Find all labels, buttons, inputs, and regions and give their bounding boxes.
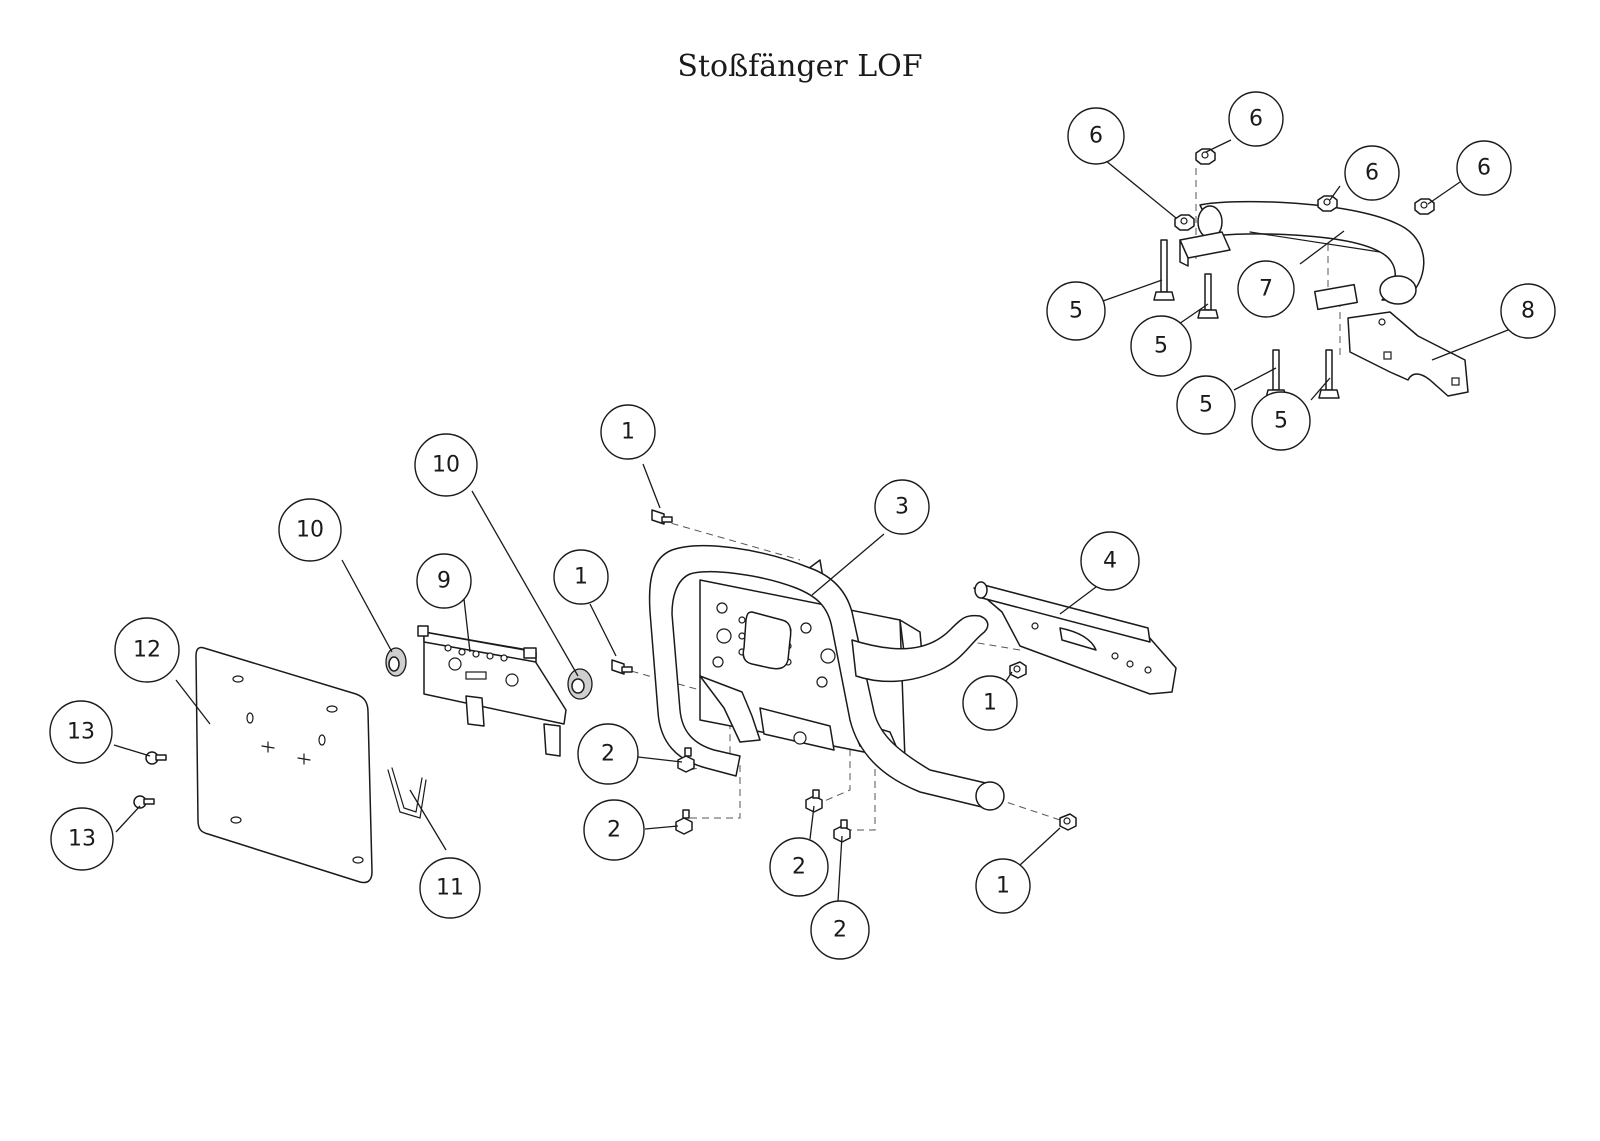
- bolt-1-b: [611, 659, 633, 675]
- svg-text:13: 13: [67, 720, 95, 745]
- svg-text:7: 7: [1259, 277, 1273, 302]
- bolt-1-c: [1009, 661, 1027, 679]
- callout-6: 6: [1456, 140, 1512, 196]
- svg-text:5: 5: [1199, 393, 1213, 418]
- svg-text:2: 2: [833, 918, 847, 943]
- svg-text:6: 6: [1249, 107, 1263, 132]
- svg-text:1: 1: [574, 565, 588, 590]
- callout-1: 1: [975, 858, 1031, 914]
- svg-text:1: 1: [996, 874, 1010, 899]
- bumper-assembly: [611, 509, 1177, 843]
- svg-text:6: 6: [1365, 161, 1379, 186]
- callout-13: 13: [49, 700, 113, 764]
- svg-text:4: 4: [1103, 549, 1117, 574]
- callout-4: 4: [1080, 531, 1140, 591]
- svg-text:2: 2: [601, 742, 615, 767]
- callout-6: 6: [1344, 145, 1400, 201]
- callout-2: 2: [583, 799, 645, 861]
- rubber-washer-a: [385, 647, 407, 677]
- license-plate-part: [195, 646, 373, 884]
- callout-7: 7: [1237, 260, 1295, 318]
- svg-text:5: 5: [1274, 409, 1288, 434]
- bolt-2-d: [833, 819, 851, 843]
- svg-text:6: 6: [1477, 156, 1491, 181]
- callout-2: 2: [810, 900, 870, 960]
- callout-8: 8: [1500, 283, 1556, 339]
- screw-13-b: [133, 795, 155, 809]
- callout-2: 2: [769, 837, 829, 897]
- svg-text:5: 5: [1069, 299, 1083, 324]
- svg-text:1: 1: [983, 691, 997, 716]
- callout-12: 12: [114, 617, 180, 683]
- leader-lines: [113, 139, 1509, 902]
- callout-9: 9: [416, 553, 472, 609]
- callout-5: 5: [1130, 315, 1192, 377]
- screw-13-a: [145, 751, 167, 765]
- callout-1: 1: [962, 675, 1018, 731]
- callout-10: 10: [414, 433, 478, 497]
- wire-clip-part: [387, 767, 427, 819]
- svg-text:2: 2: [792, 855, 806, 880]
- bolt-5-b: [1197, 273, 1219, 319]
- svg-text:1: 1: [621, 420, 635, 445]
- callout-13: 13: [50, 807, 114, 871]
- callout-10: 10: [278, 498, 342, 562]
- callout-1: 1: [553, 549, 609, 605]
- diagram-title: Stoßfänger LOF: [677, 49, 922, 84]
- bolt-2-c: [805, 789, 823, 813]
- svg-text:12: 12: [133, 638, 161, 663]
- callout-1: 1: [600, 404, 656, 460]
- svg-text:9: 9: [437, 569, 451, 594]
- nut-6-a: [1174, 214, 1195, 231]
- bolt-2-b: [675, 809, 693, 835]
- svg-text:8: 8: [1521, 299, 1535, 324]
- mounting-plate-part: [1347, 311, 1469, 397]
- nut-6-c: [1317, 195, 1338, 212]
- nut-6-b: [1195, 148, 1216, 165]
- bolt-1-d: [1059, 813, 1077, 831]
- plate-holder-bracket-part: [417, 625, 567, 757]
- callouts: 1 1 1 1 2 2 2 2: [49, 91, 1556, 960]
- callout-6: 6: [1067, 107, 1125, 165]
- svg-text:10: 10: [296, 518, 324, 543]
- callout-5: 5: [1046, 281, 1106, 341]
- svg-text:5: 5: [1154, 334, 1168, 359]
- tube-bracket-part: [1179, 200, 1425, 311]
- callout-6: 6: [1228, 91, 1284, 147]
- callout-3: 3: [874, 479, 930, 535]
- bolt-2-a: [677, 747, 695, 773]
- bolt-1-a: [651, 509, 673, 525]
- svg-text:2: 2: [607, 818, 621, 843]
- bumper-hoop-part: [648, 544, 1005, 811]
- callout-11: 11: [419, 857, 481, 919]
- rear-bracket-part: [973, 581, 1177, 695]
- bolt-5-d: [1318, 349, 1340, 399]
- svg-text:11: 11: [436, 876, 464, 901]
- rubber-washer-b: [567, 668, 593, 700]
- callout-2: 2: [577, 723, 639, 785]
- svg-text:13: 13: [68, 827, 96, 852]
- svg-text:6: 6: [1089, 124, 1103, 149]
- svg-text:10: 10: [432, 453, 460, 478]
- plate-bracket-group: [133, 625, 593, 884]
- bolt-5-c: [1265, 349, 1287, 399]
- bolt-5-a: [1153, 239, 1175, 301]
- upper-assembly: [1153, 148, 1469, 399]
- callout-5: 5: [1251, 391, 1311, 451]
- svg-text:3: 3: [895, 495, 909, 520]
- callout-5: 5: [1176, 375, 1236, 435]
